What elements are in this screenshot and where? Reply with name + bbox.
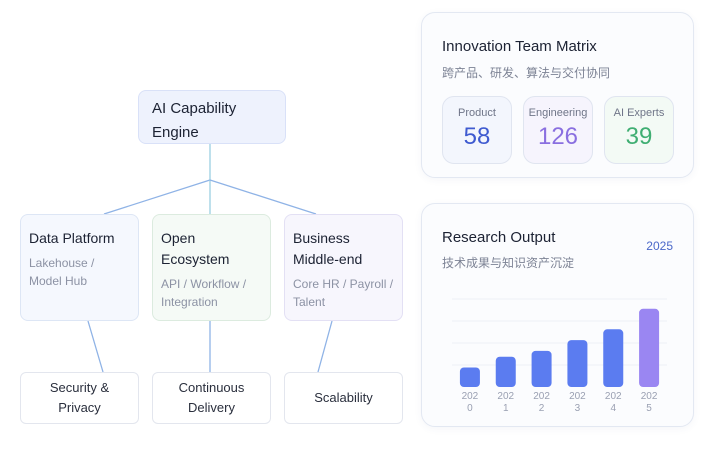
research-year-badge: 2025 <box>646 239 673 253</box>
chart-bar-2024[interactable] <box>603 329 624 387</box>
pillar-title: Open Ecosystem <box>161 230 230 267</box>
pillar-data-platform[interactable]: Data Platform Lakehouse / Model Hub <box>20 214 139 321</box>
chart-bar-2022[interactable] <box>531 350 552 387</box>
stat-card-product[interactable]: Product 58 <box>442 96 512 164</box>
foundation-label-line1: Continuous <box>178 380 245 395</box>
stat-label: Engineering <box>528 107 588 119</box>
stat-value: 58 <box>463 123 491 150</box>
team-panel-title: Innovation Team Matrix <box>442 38 597 55</box>
pillar-title: Data Platform <box>29 230 115 246</box>
pillar-desc: Core HR / Payroll / Talent <box>293 277 394 309</box>
foundation-scalability[interactable]: Scalability <box>284 372 403 424</box>
stat-value: 126 <box>537 123 579 150</box>
pillar-desc: Lakehouse / Model Hub <box>29 256 95 288</box>
connector-hub-pillar-0 <box>103 179 211 215</box>
stat-label: Product <box>458 107 496 119</box>
engine-title-line2: Engine <box>152 124 199 141</box>
chart-bar-2025[interactable] <box>639 308 660 387</box>
foundation-label-line1: Scalability <box>314 390 373 405</box>
innovation-team-panel: Innovation Team Matrix 跨产品、研发、算法与交付协同 Pr… <box>421 12 694 178</box>
foundation-continuous-delivery[interactable]: Continuous Delivery <box>152 372 271 424</box>
chart-bar-2021[interactable] <box>495 356 516 387</box>
stat-card-engineering[interactable]: Engineering 126 <box>523 96 593 164</box>
foundation-label-line1: Security & <box>49 380 110 395</box>
team-panel-subtitle: 跨产品、研发、算法与交付协同 <box>442 66 611 80</box>
pillar-open-ecosystem[interactable]: Open Ecosystem API / Workflow / Integrat… <box>152 214 271 321</box>
connector-pillar-0-foot <box>87 320 104 373</box>
stat-label: AI Experts <box>613 107 665 119</box>
chart-bar-2020[interactable] <box>459 367 480 387</box>
pillar-title: Business Middle-end <box>293 230 363 267</box>
chart-bar-2023[interactable] <box>567 340 588 387</box>
stat-value: 39 <box>625 123 653 150</box>
research-panel-title: Research Output <box>442 229 556 246</box>
connector-pillar-2-foot <box>317 320 333 373</box>
ai-capability-engine-node[interactable]: AI Capability Engine <box>138 90 286 144</box>
foundation-security-privacy[interactable]: Security & Privacy <box>20 372 139 424</box>
pillar-desc: API / Workflow / Integration <box>161 277 247 309</box>
foundation-label-line2: Privacy <box>58 400 101 415</box>
connector-hub-pillar-2 <box>209 179 317 215</box>
pillar-business-middle-end[interactable]: Business Middle-end Core HR / Payroll / … <box>284 214 403 321</box>
research-panel-subtitle: 技术成果与知识资产沉淀 <box>442 256 575 270</box>
engine-title-line1: AI Capability <box>152 100 237 117</box>
foundation-label-line2: Delivery <box>188 400 235 415</box>
stat-card-ai-experts[interactable]: AI Experts 39 <box>604 96 674 164</box>
